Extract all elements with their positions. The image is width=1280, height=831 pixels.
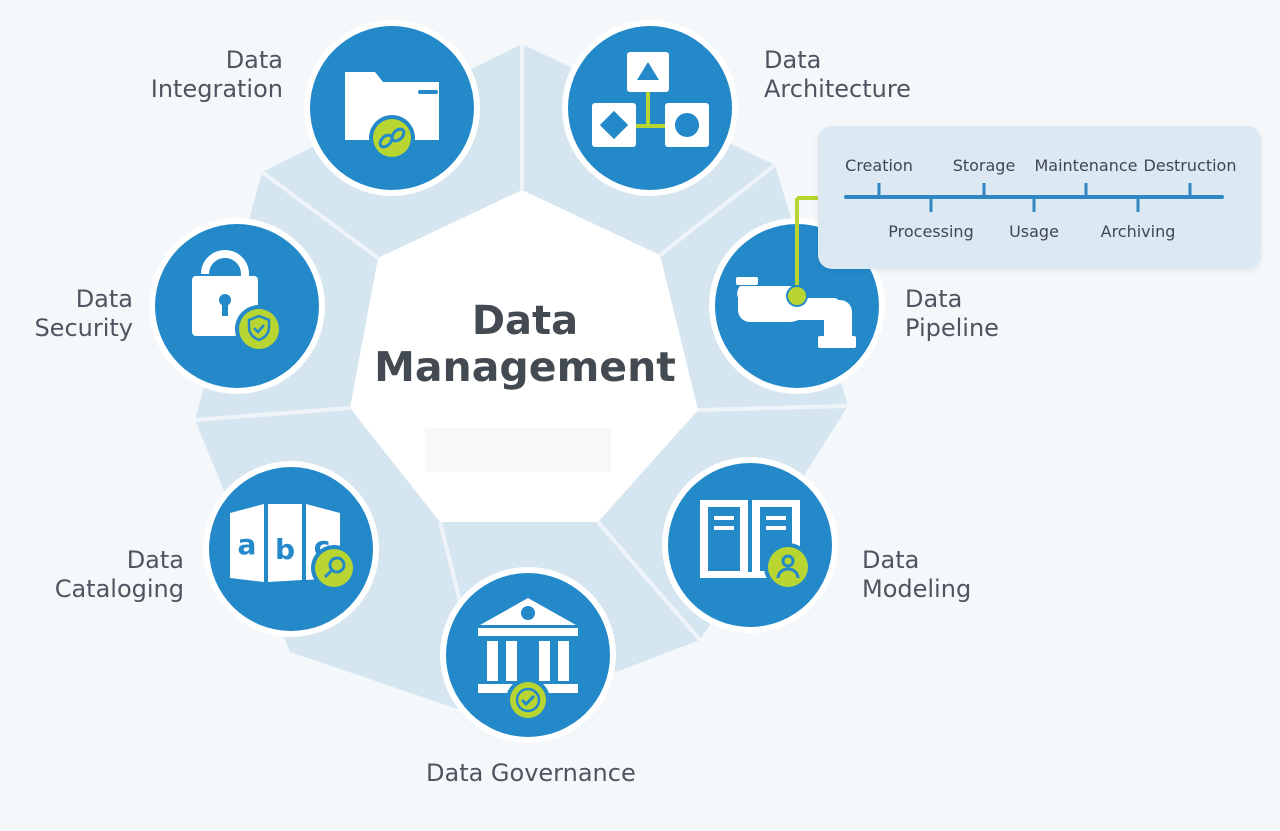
stage-archiving: Archiving <box>1100 222 1176 241</box>
label-data-pipeline: Data Pipeline <box>905 285 999 343</box>
svg-text:b: b <box>275 533 295 566</box>
stage-maintenance: Maintenance <box>1034 156 1138 175</box>
label-data-cataloging: Data Cataloging <box>30 546 184 604</box>
label-line: Cataloging <box>54 575 184 603</box>
label-line: Data <box>126 546 184 574</box>
lifecycle-timeline <box>844 183 1224 212</box>
svg-text:a: a <box>238 528 257 561</box>
center-title: Data Management <box>335 298 715 390</box>
stage-processing: Processing <box>888 222 974 241</box>
search-badge-icon <box>311 545 357 591</box>
label-line: Data <box>764 46 822 74</box>
component-data-integration[interactable] <box>304 20 480 196</box>
label-data-architecture: Data Architecture <box>764 46 911 104</box>
label-line: Architecture <box>764 75 911 103</box>
label-data-governance: Data Governance <box>426 759 636 788</box>
component-data-security[interactable] <box>149 218 325 394</box>
stage-storage: Storage <box>952 156 1016 175</box>
component-data-modeling[interactable] <box>662 457 838 633</box>
link-badge-icon <box>369 115 415 161</box>
label-line: Data <box>905 285 963 313</box>
component-data-cataloging[interactable]: a b c <box>203 461 379 637</box>
stage-creation: Creation <box>845 156 913 175</box>
blank-placeholder <box>425 428 611 472</box>
label-line: Data Governance <box>426 759 636 787</box>
label-data-security: Data Security <box>20 285 133 343</box>
label-line: Integration <box>150 75 283 103</box>
timeline-ticks <box>877 183 1192 212</box>
user-badge-icon <box>764 543 812 591</box>
label-line: Modeling <box>862 575 972 603</box>
folder-icon <box>345 72 439 140</box>
component-data-architecture[interactable] <box>562 20 738 196</box>
label-line: Data <box>862 546 920 574</box>
label-data-modeling: Data Modeling <box>862 546 971 604</box>
stage-destruction: Destruction <box>1143 156 1237 175</box>
pipeline-node <box>786 285 808 307</box>
label-line: Security <box>34 314 133 342</box>
component-data-governance[interactable] <box>440 567 616 743</box>
shield-badge-icon <box>235 305 283 353</box>
verified-badge-icon <box>506 678 550 722</box>
label-data-integration: Data Integration <box>130 46 283 104</box>
center-title-line-2: Management <box>374 343 676 391</box>
stage-usage: Usage <box>1009 222 1059 241</box>
label-line: Data <box>225 46 283 74</box>
hierarchy-shapes-icon <box>592 52 709 147</box>
center-title-line-1: Data <box>471 298 579 344</box>
lifecycle-panel: Creation Storage Maintenance Destruction… <box>818 126 1261 269</box>
label-line: Pipeline <box>905 314 999 342</box>
label-line: Data <box>75 285 133 313</box>
